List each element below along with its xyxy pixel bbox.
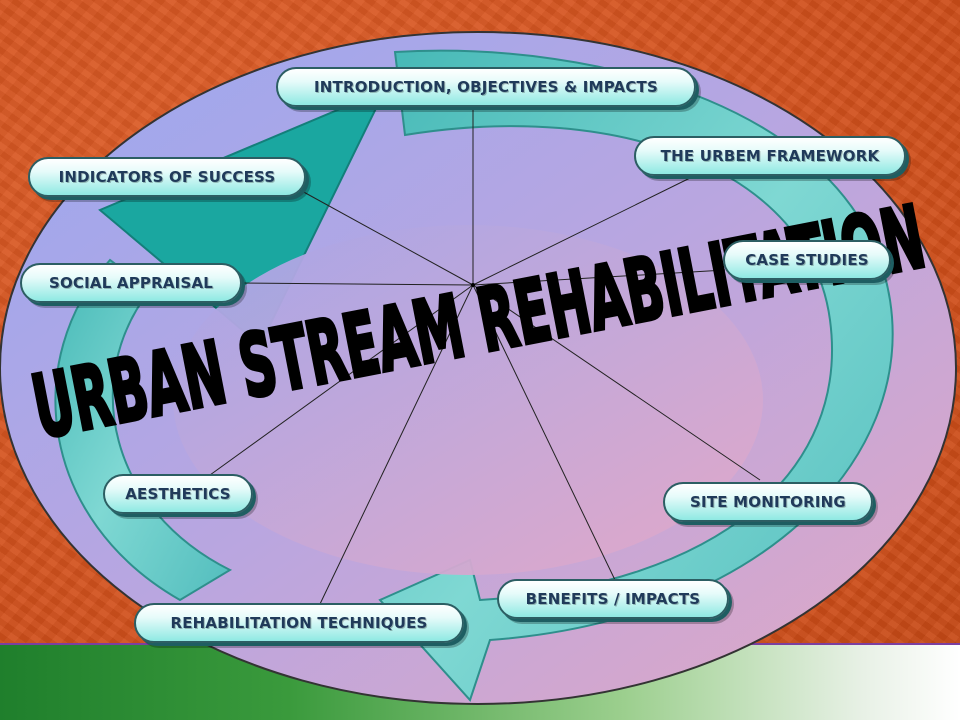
spoke-social — [239, 282, 474, 286]
spokes — [209, 108, 761, 605]
node-case-studies[interactable]: CASE STUDIES — [723, 240, 891, 280]
spoke-aesthetics — [209, 284, 474, 476]
inner-ellipse — [173, 225, 763, 575]
hub — [471, 283, 475, 287]
spoke-framework — [472, 177, 691, 286]
node-introduction[interactable]: INTRODUCTION, OBJECTIVES & IMPACTS — [276, 67, 696, 107]
node-benefits-impacts[interactable]: BENEFITS / IMPACTS — [497, 579, 729, 619]
spoke-case-studies — [472, 269, 726, 286]
node-urbem-framework[interactable]: THE URBEM FRAMEWORK — [634, 136, 906, 176]
spoke-techniques — [319, 284, 474, 605]
node-aesthetics[interactable]: AESTHETICS — [103, 474, 253, 514]
spoke-benefits — [472, 284, 616, 581]
node-social-appraisal[interactable]: SOCIAL APPRAISAL — [20, 263, 242, 303]
node-site-monitoring[interactable]: SITE MONITORING — [663, 482, 873, 522]
node-indicators-of-success[interactable]: INDICATORS OF SUCCESS — [28, 157, 306, 197]
spoke-indicators — [299, 189, 474, 286]
spoke-site-monitoring — [472, 284, 761, 481]
node-rehabilitation-techniques[interactable]: REHABILITATION TECHNIQUES — [134, 603, 464, 643]
